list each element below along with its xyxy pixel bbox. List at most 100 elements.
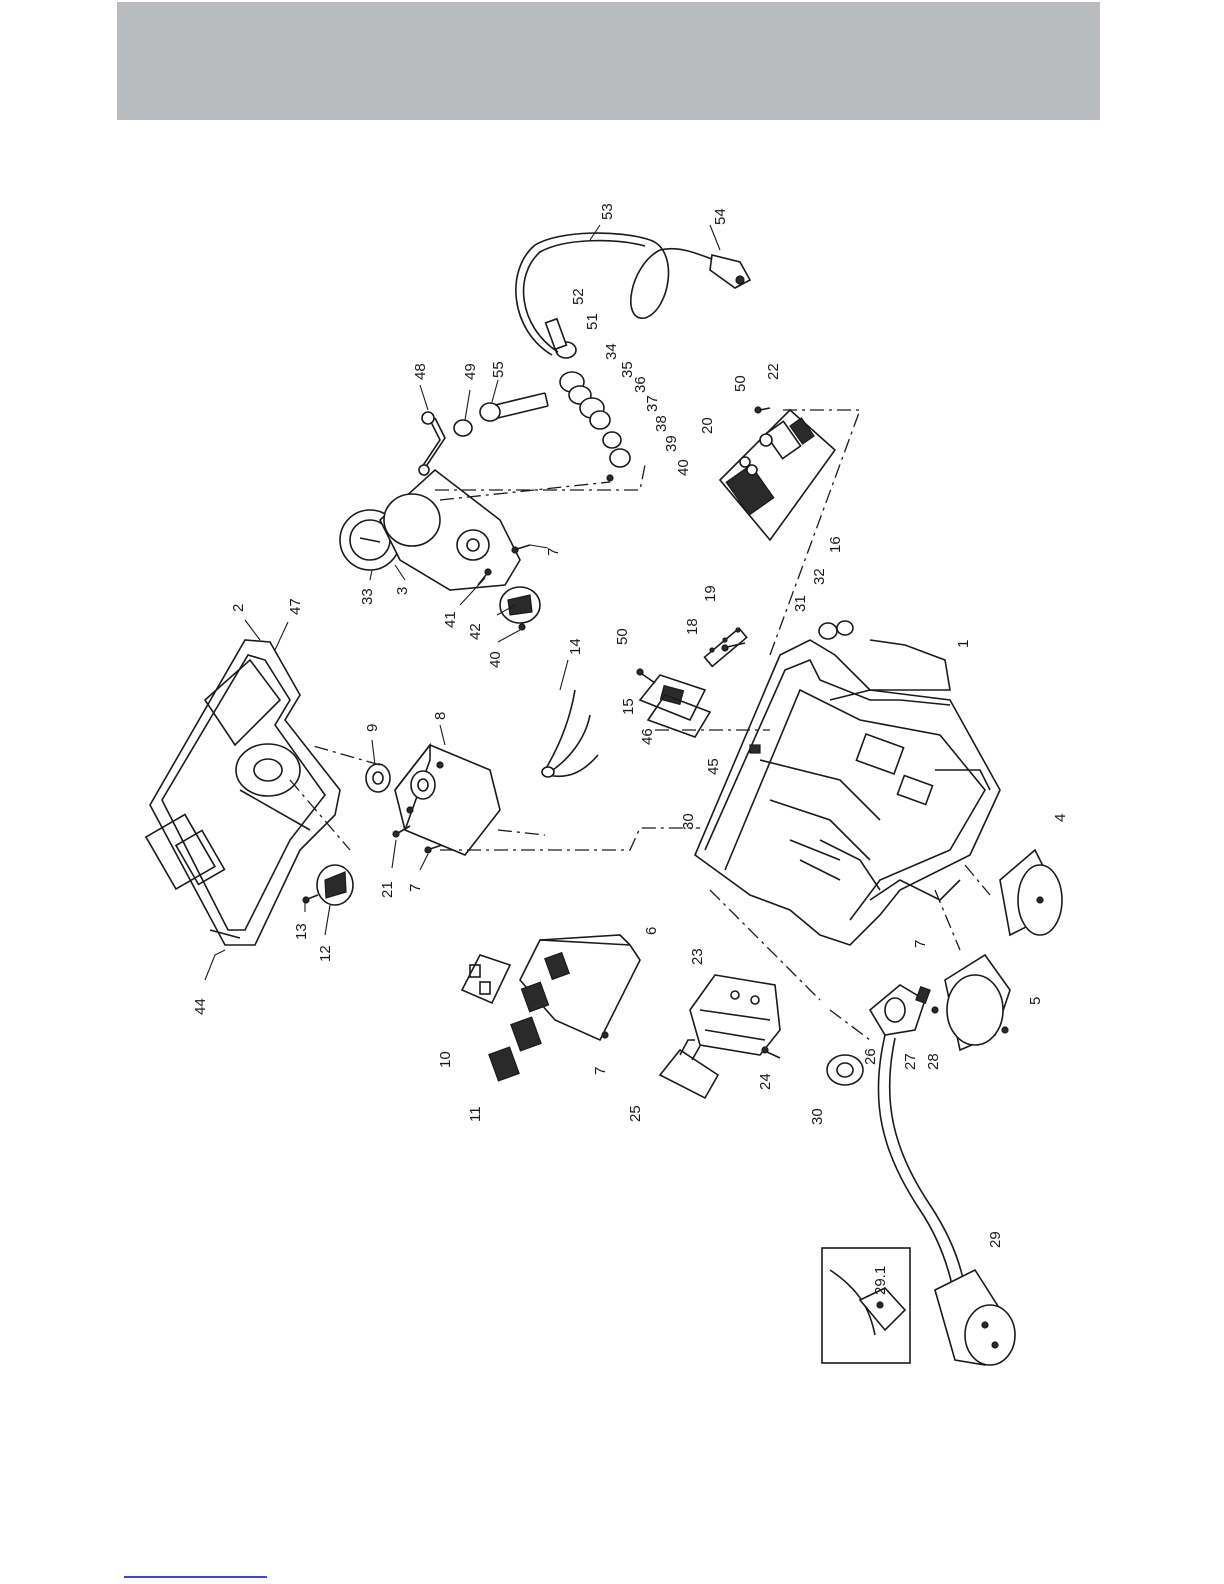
part-2-housing-cover [146, 640, 340, 945]
part-42-knob [500, 587, 540, 623]
callout-27: 27 [902, 1053, 919, 1070]
part-5-capacitor [945, 955, 1010, 1050]
part-6-switch-housing [520, 935, 640, 1040]
callout-23: 23 [689, 948, 706, 965]
part-1-main-housing [695, 640, 1000, 945]
part-4-capacitor [1000, 850, 1062, 935]
footer-rule [124, 1576, 267, 1578]
part-26-cable-clamp [870, 985, 925, 1035]
callout-21: 21 [379, 881, 396, 898]
callout-20: 20 [699, 417, 716, 434]
callout-28: 28 [925, 1053, 942, 1070]
part-55-hose [480, 393, 548, 421]
callout-48: 48 [412, 363, 429, 380]
callout-34: 34 [603, 343, 620, 360]
callout-7c: 7 [592, 1067, 609, 1075]
callout-36: 36 [632, 376, 649, 393]
part-14-cable [542, 690, 598, 777]
callout-12: 12 [317, 945, 334, 962]
callout-53: 53 [599, 203, 616, 220]
part-40-screw-a [519, 624, 525, 630]
callout-49: 49 [462, 363, 479, 380]
callout-45: 45 [705, 758, 722, 775]
part-30-cable-gland [827, 1055, 863, 1085]
callout-50b: 50 [614, 628, 631, 645]
part-50-screw-a [755, 407, 770, 413]
parts-34-39-valve-stack [560, 372, 630, 481]
callout-1: 1 [955, 640, 972, 648]
callout-11: 11 [467, 1106, 484, 1122]
callout-40a: 40 [487, 651, 504, 668]
callout-18: 18 [684, 618, 701, 635]
callout-38: 38 [653, 415, 670, 432]
callout-14: 14 [567, 638, 584, 655]
callout-30b: 30 [809, 1108, 826, 1125]
part-50-screw-b [637, 669, 655, 683]
part-24-screw [762, 1047, 780, 1058]
part-12-knob [317, 865, 353, 905]
callout-54: 54 [712, 208, 729, 225]
callout-19: 19 [702, 585, 719, 602]
part-54-connector [710, 255, 750, 288]
callout-6: 6 [643, 927, 660, 935]
callout-39: 39 [663, 435, 680, 452]
callout-51: 51 [584, 313, 601, 330]
part-7-screw-a [425, 845, 442, 853]
callout-31: 31 [792, 595, 809, 612]
callout-7b: 7 [545, 548, 562, 556]
callout-22: 22 [765, 363, 782, 380]
part-8-switch-box [395, 745, 500, 855]
callout-30a: 30 [680, 813, 697, 830]
part-10-frame [462, 955, 510, 1003]
callout-7a: 7 [407, 884, 424, 892]
callout-55: 55 [490, 361, 507, 378]
part-53-hose [516, 233, 720, 355]
part-11-switch [489, 1017, 541, 1081]
callout-24: 24 [757, 1073, 774, 1090]
callout-8: 8 [432, 712, 449, 720]
callout-4: 4 [1052, 814, 1069, 822]
callout-15: 15 [620, 698, 637, 715]
callout-52: 52 [570, 288, 587, 305]
callout-37: 37 [644, 395, 661, 412]
callout-7d: 7 [912, 940, 929, 948]
callout-26: 26 [862, 1048, 879, 1065]
callout-29: 29 [987, 1231, 1004, 1248]
callout-16: 16 [827, 536, 844, 553]
callout-5: 5 [1027, 997, 1044, 1005]
part-32-grommet [837, 621, 853, 635]
callout-46: 46 [639, 728, 656, 745]
callout-41: 41 [442, 611, 459, 628]
callout-2: 2 [230, 604, 247, 612]
part-45-clip [750, 745, 760, 753]
part-48-pipe [419, 412, 445, 475]
callout-50a: 50 [732, 375, 749, 392]
part-7-screw-b [512, 545, 530, 553]
part-25-terminal-block [660, 1040, 718, 1098]
callout-33: 33 [359, 588, 376, 605]
part-23-contactor [690, 975, 780, 1055]
inset-box-29-1 [822, 1248, 910, 1363]
part-27-clip [916, 987, 930, 1004]
part-28-screw [932, 1007, 938, 1013]
callout-47: 47 [287, 598, 304, 615]
callout-42: 42 [467, 623, 484, 640]
callout-35: 35 [619, 361, 636, 378]
part-29-plug [935, 1270, 1015, 1365]
callout-29-1: 29.1 [872, 1266, 889, 1295]
part-29-power-cable [878, 1035, 966, 1300]
callout-25: 25 [627, 1105, 644, 1122]
callout-10: 10 [437, 1051, 454, 1068]
part-9-grommet [366, 764, 390, 792]
callout-44: 44 [192, 998, 209, 1015]
part-7-screw-c [602, 1032, 608, 1038]
callout-9: 9 [364, 724, 381, 732]
part-22-circuit-board [720, 410, 835, 540]
callout-13: 13 [293, 923, 310, 940]
part-3-bracket [380, 470, 520, 590]
callout-3: 3 [394, 587, 411, 595]
part-31-grommet [819, 623, 837, 639]
callout-40b: 40 [675, 459, 692, 476]
part-49-fitting [454, 420, 472, 436]
